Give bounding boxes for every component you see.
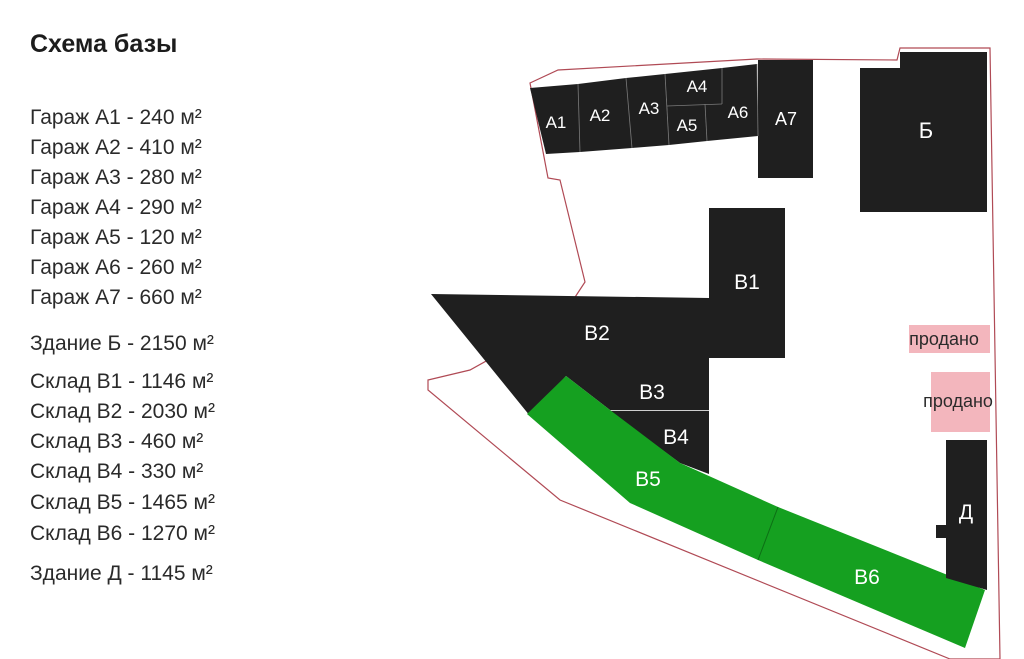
legend-garage-a6: Гараж А6 - 260 м² (30, 256, 202, 279)
warehouse-v1[interactable] (709, 208, 785, 358)
label-a6: А6 (728, 103, 749, 122)
sold-label-1: продано (909, 329, 979, 349)
legend-warehouse-v1: Склад В1 - 1146 м² (30, 370, 214, 393)
label-v6: В6 (854, 566, 880, 589)
building-b[interactable] (860, 52, 987, 212)
legend-garage-a5: Гараж А5 - 120 м² (30, 226, 202, 249)
label-v2: В2 (584, 322, 610, 345)
garage-a7[interactable] (758, 60, 813, 178)
label-a7: А7 (775, 109, 797, 129)
warehouse-v5[interactable] (527, 376, 778, 560)
label-a2: А2 (590, 106, 611, 125)
warehouse-v3[interactable] (566, 376, 709, 410)
legend-garage-a3: Гараж А3 - 280 м² (30, 166, 202, 189)
warehouse-v5-v6-divider (757, 506, 779, 561)
garage-a5[interactable] (667, 104, 707, 145)
label-a3: А3 (639, 99, 660, 118)
label-b: Б (919, 118, 933, 143)
garage-a1[interactable] (530, 84, 580, 154)
diagram-title: Схема базы (30, 30, 178, 58)
legend-warehouse-v5: Склад В5 - 1465 м² (30, 491, 215, 514)
legend-garage-a2: Гараж А2 - 410 м² (30, 136, 202, 159)
sold-label-2: продано (923, 391, 993, 411)
legend-building-b: Здание Б - 2150 м² (30, 332, 214, 355)
sold-area-2 (931, 372, 990, 432)
legend-garage-a1: Гараж А1 - 240 м² (30, 106, 202, 129)
legend-garage-a7: Гараж А7 - 660 м² (30, 286, 202, 309)
garage-a2[interactable] (578, 78, 632, 152)
garage-a4[interactable] (665, 68, 722, 106)
legend-warehouse-v6: Склад В6 - 1270 м² (30, 522, 215, 545)
label-a1: А1 (546, 113, 567, 132)
label-v4: В4 (663, 426, 689, 449)
label-v5: В5 (635, 468, 661, 491)
label-a4: А4 (687, 77, 708, 96)
legend-warehouse-v2: Склад В2 - 2030 м² (30, 400, 215, 423)
building-d[interactable] (936, 440, 987, 590)
label-a5: А5 (677, 116, 698, 135)
legend-building-d: Здание Д - 1145 м² (30, 562, 213, 585)
legend-warehouse-v4: Склад В4 - 330 м² (30, 460, 204, 483)
label-v1: В1 (734, 271, 760, 294)
warehouse-v6[interactable] (758, 507, 985, 648)
sold-area-1 (909, 325, 990, 353)
garage-dividers (577, 63, 759, 153)
warehouse-v4[interactable] (610, 411, 709, 474)
legend-garage-a4: Гараж А4 - 290 м² (30, 196, 202, 219)
legend-warehouse-v3: Склад В3 - 460 м² (30, 430, 204, 453)
label-v3: В3 (639, 381, 665, 404)
garage-a6[interactable] (705, 64, 758, 141)
label-d: Д (959, 501, 973, 524)
property-boundary (427, 47, 1001, 659)
garage-a3[interactable] (626, 74, 669, 148)
warehouse-v2[interactable] (431, 294, 709, 416)
